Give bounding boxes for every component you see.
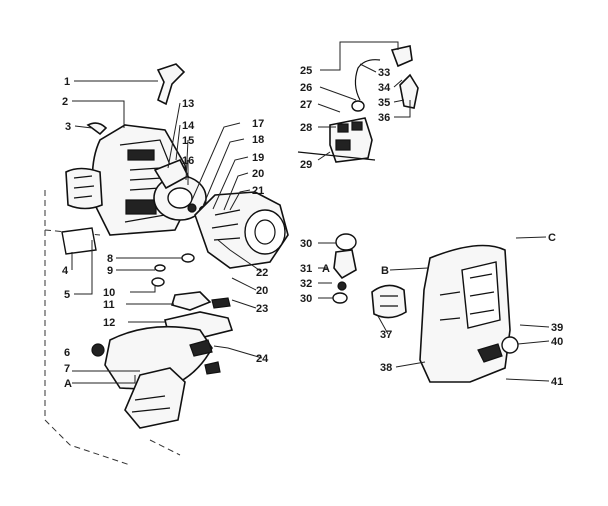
callout-3: 3 — [65, 121, 71, 133]
callout-36: 36 — [378, 112, 390, 124]
callout-37: 37 — [380, 329, 392, 341]
callout-16: 16 — [182, 155, 194, 167]
callout-30-top: 30 — [300, 238, 312, 250]
callout-14: 14 — [182, 120, 195, 132]
callout-C: C — [548, 232, 556, 244]
throttle-parts — [332, 233, 407, 319]
callout-23: 23 — [256, 303, 268, 315]
callout-18: 18 — [252, 134, 264, 146]
callout-38: 38 — [380, 362, 392, 374]
callout-30-bottom: 30 — [300, 293, 312, 305]
ignition-assembly — [297, 45, 419, 163]
callout-25: 25 — [300, 65, 312, 77]
callout-31: 31 — [300, 263, 312, 275]
starter-parts — [86, 63, 186, 136]
callout-12: 12 — [103, 317, 115, 329]
callout-A-left: A — [64, 378, 72, 390]
callout-1: 1 — [64, 76, 70, 88]
callout-4: 4 — [62, 265, 69, 277]
callout-15: 15 — [182, 135, 194, 147]
callout-41: 41 — [551, 376, 563, 388]
callout-24: 24 — [256, 353, 269, 365]
callout-26: 26 — [300, 82, 312, 94]
callout-2: 2 — [62, 96, 68, 108]
callout-8: 8 — [107, 253, 113, 265]
callout-33: 33 — [378, 67, 390, 79]
callout-34: 34 — [378, 82, 391, 94]
callout-29: 29 — [300, 159, 312, 171]
lower-housing — [91, 325, 221, 429]
callout-19: 19 — [252, 152, 264, 164]
callout-39: 39 — [551, 322, 563, 334]
callout-6: 6 — [64, 347, 70, 359]
callout-40: 40 — [551, 336, 563, 348]
leader-lines — [71, 41, 550, 384]
callout-21: 21 — [252, 185, 264, 197]
fuel-tank-housing — [419, 244, 519, 383]
callout-A-right: A — [322, 263, 330, 275]
callout-32: 32 — [300, 278, 312, 290]
callout-labels: 1 2 3 4 5 6 7 A 8 9 10 11 12 13 14 15 16… — [62, 65, 563, 390]
callout-22: 22 — [256, 267, 268, 279]
carburetor-parts — [151, 253, 234, 339]
callout-35: 35 — [378, 97, 390, 109]
callout-B: B — [381, 265, 389, 277]
callout-27: 27 — [300, 99, 312, 111]
callout-9: 9 — [107, 265, 113, 277]
callout-5: 5 — [64, 289, 70, 301]
callout-10: 10 — [103, 287, 115, 299]
callout-13: 13 — [182, 98, 194, 110]
callout-20-bottom: 20 — [256, 285, 268, 297]
callout-11: 11 — [103, 299, 115, 311]
callout-28: 28 — [300, 122, 312, 134]
callout-20-top: 20 — [252, 168, 264, 180]
crankcase — [194, 191, 289, 269]
alignment-lines — [44, 190, 181, 466]
callout-7: 7 — [64, 363, 70, 375]
callout-17: 17 — [252, 118, 264, 130]
